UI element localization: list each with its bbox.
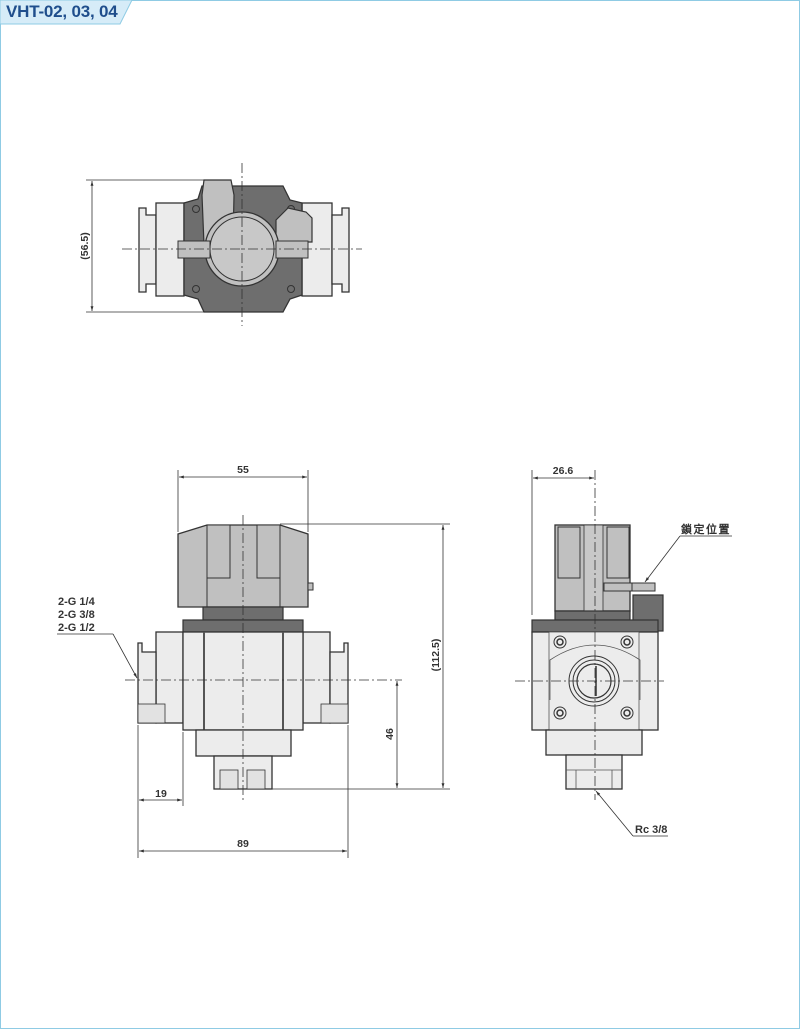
lock-position-label: 鎖定位置 [681,522,731,536]
title-tab: VHT-02, 03, 04 [0,0,133,25]
top-view: (56.5) [79,163,362,326]
overall-height-dimension: (112.5) [430,639,442,672]
front-width-dimension: 55 [237,464,249,476]
overall-width-dimension: 89 [237,838,249,850]
model-title: VHT-02, 03, 04 [6,2,118,21]
side-offset-dimension: 26.6 [553,465,574,477]
front-view: 55 (112.5) 46 19 89 2-G 1/4 2-G 3/8 2-G … [57,464,450,858]
side-view: 26.6 鎖定位置 Rc 3/8 [515,465,732,837]
top-height-dimension: (56.5) [79,232,91,259]
title-tab-shape [0,0,133,25]
port-label-1-2: 2-G 1/2 [58,622,95,634]
drain-port-label: Rc 3/8 [635,824,667,836]
center-height-dimension: 46 [384,728,396,740]
port-label-1-4: 2-G 1/4 [58,596,96,608]
port-depth-dimension: 19 [155,788,167,800]
port-label-3-8: 2-G 3/8 [58,609,95,621]
